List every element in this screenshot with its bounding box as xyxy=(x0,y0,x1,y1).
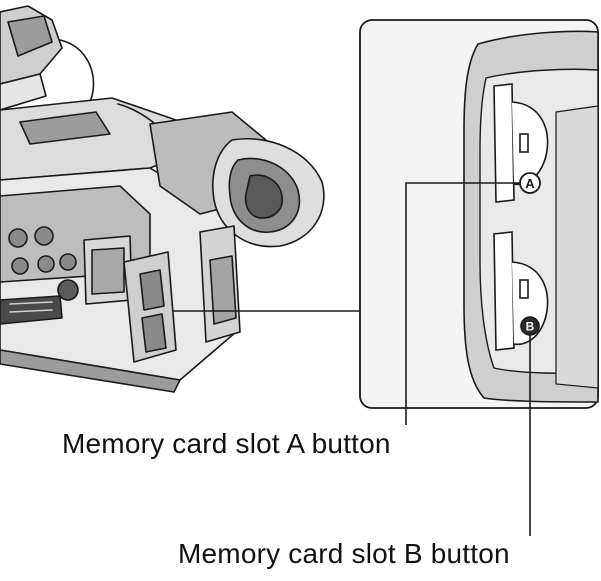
callout-slot-b-button: Memory card slot B button xyxy=(178,538,510,569)
callout-slot-a-button: Memory card slot A button xyxy=(62,428,391,459)
slot-b-button: B xyxy=(520,316,540,336)
inset-panel: A B xyxy=(359,19,599,409)
camcorder-illustration xyxy=(0,5,325,393)
slot-b-marker-label: B xyxy=(526,320,535,334)
memory-card-slot-a xyxy=(493,83,549,203)
slot-a-marker-label: A xyxy=(525,176,535,191)
leader-line-slot-a xyxy=(405,182,520,425)
slot-a-button: A xyxy=(519,172,541,194)
